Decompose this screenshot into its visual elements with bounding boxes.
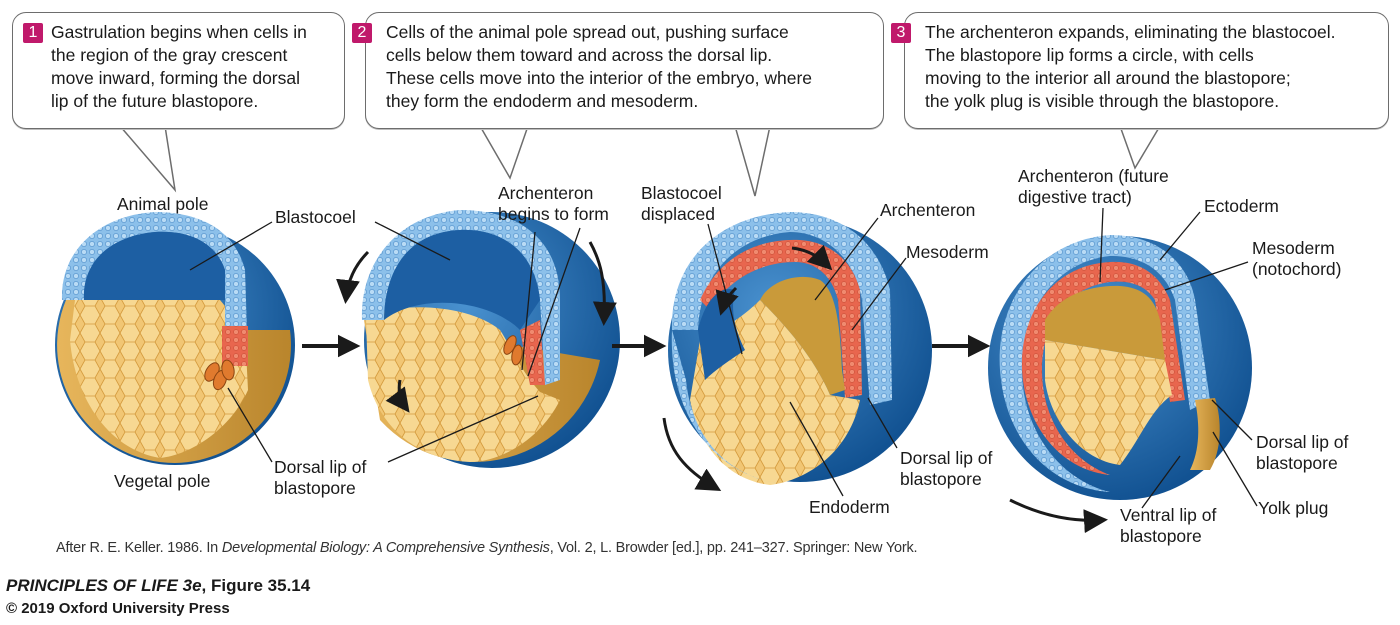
embryo-stage-2 xyxy=(361,210,620,468)
label-blastocoel-displaced: Blastocoel displaced xyxy=(641,183,722,224)
callout-tails xyxy=(118,125,1162,197)
figure-book-name: PRINCIPLES OF LIFE 3e xyxy=(6,576,202,595)
embryo-stage-4 xyxy=(988,235,1252,500)
label-endoderm: Endoderm xyxy=(809,497,890,517)
step-2-badge: 2 xyxy=(352,23,372,43)
label-blastocoel: Blastocoel xyxy=(275,207,356,227)
label-dorsal-lip-3: Dorsal lip of blastopore xyxy=(900,448,993,489)
rotation-arrows xyxy=(336,241,1108,534)
credit-prefix: After R. E. Keller. 1986. In xyxy=(56,540,222,556)
step-2-callout: 2 Cells of the animal pole spread out, p… xyxy=(352,12,884,129)
step-3-callout: 3 The archenteron expands, eliminating t… xyxy=(891,12,1389,129)
label-mesoderm-notochord: Mesoderm (notochord) xyxy=(1252,238,1342,279)
stage-arrows xyxy=(302,334,991,358)
step-1-callout: 1 Gastrulation begins when cells in the … xyxy=(12,12,345,129)
source-credit: After R. E. Keller. 1986. In Development… xyxy=(56,540,918,556)
label-ventral-lip: Ventral lip of blastopore xyxy=(1120,505,1217,546)
label-mesoderm: Mesoderm xyxy=(906,242,989,262)
label-archenteron-begins: Archenteron begins to form xyxy=(498,183,609,224)
label-yolk-plug: Yolk plug xyxy=(1258,498,1329,518)
label-dorsal-lip-1: Dorsal lip of blastopore xyxy=(274,457,367,498)
label-vegetal-pole: Vegetal pole xyxy=(114,471,211,491)
step-1-text: Gastrulation begins when cells in the re… xyxy=(51,22,307,111)
label-animal-pole: Animal pole xyxy=(117,194,209,214)
figure-title: PRINCIPLES OF LIFE 3e, Figure 35.14 xyxy=(6,576,310,596)
step-3-badge: 3 xyxy=(891,23,911,43)
label-dorsal-lip-4: Dorsal lip of blastopore xyxy=(1256,432,1349,473)
step-1-badge: 1 xyxy=(23,23,43,43)
step-2-text: Cells of the animal pole spread out, pus… xyxy=(386,22,813,111)
credit-suffix: , Vol. 2, L. Browder [ed.], pp. 241–327.… xyxy=(549,540,918,556)
label-archenteron-future: Archenteron (future digestive tract) xyxy=(1018,166,1169,207)
embryo-stage-1 xyxy=(55,212,295,465)
credit-book-title: Developmental Biology: A Comprehensive S… xyxy=(221,540,550,556)
label-ectoderm: Ectoderm xyxy=(1204,196,1279,216)
copyright: © 2019 Oxford University Press xyxy=(6,600,230,617)
embryo-stage-3 xyxy=(668,212,932,485)
leader-lines xyxy=(189,207,1258,509)
step-3-text: The archenteron expands, eliminating the… xyxy=(925,22,1336,111)
label-archenteron: Archenteron xyxy=(880,200,976,220)
figure-number: , Figure 35.14 xyxy=(201,576,311,595)
